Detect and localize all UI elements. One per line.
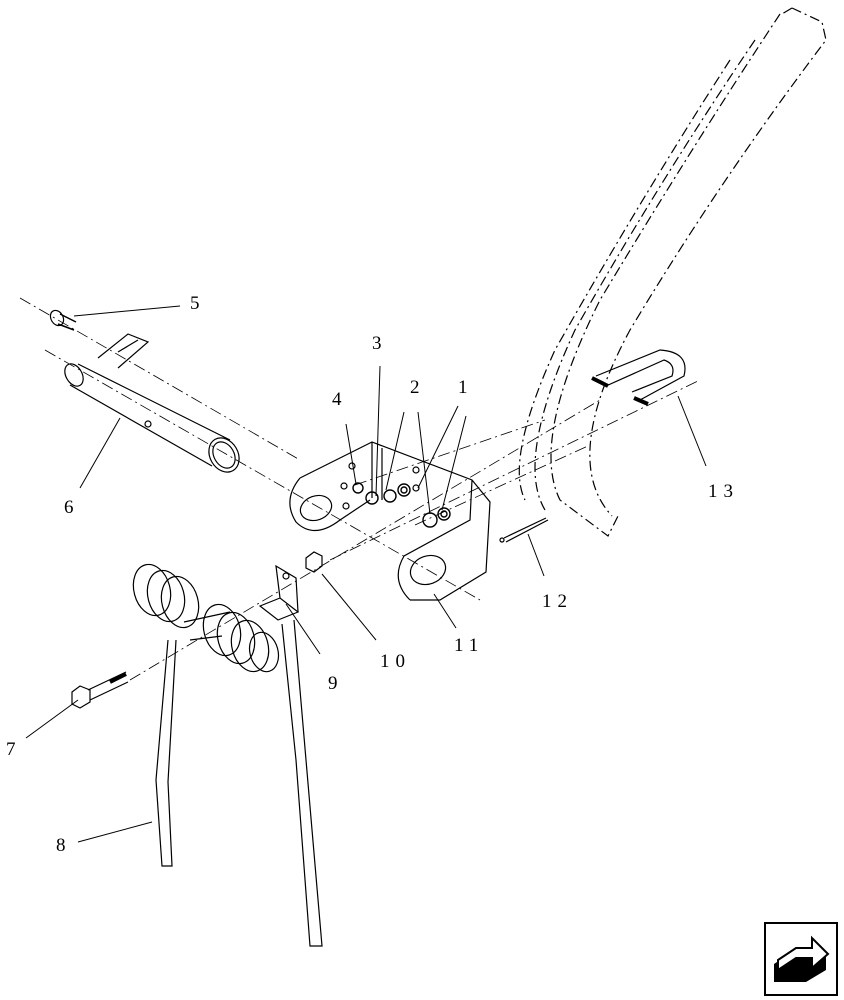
centerlines	[19, 297, 701, 681]
next-page-button[interactable]	[764, 922, 838, 996]
callout-8[interactable]: 8	[56, 835, 72, 856]
part-9-bracket	[258, 564, 300, 621]
part-8-spring-tine	[132, 563, 323, 947]
callout-12[interactable]: 12	[542, 591, 573, 612]
callout-9[interactable]: 9	[328, 673, 344, 694]
callout-4[interactable]: 4	[332, 389, 348, 410]
callout-6[interactable]: 6	[64, 497, 80, 518]
callout-5[interactable]: 5	[190, 293, 206, 314]
callout-1[interactable]: 1	[458, 377, 474, 398]
part-6-tube	[64, 333, 240, 473]
callout-7[interactable]: 7	[6, 739, 22, 760]
leader-lines	[25, 305, 707, 843]
callout-3[interactable]: 3	[372, 333, 388, 354]
callout-11[interactable]: 11	[454, 635, 485, 656]
part-11-bracket	[289, 441, 491, 601]
callout-13[interactable]: 13	[708, 481, 739, 502]
parts-1-4-hardware	[352, 482, 451, 528]
frame-bar-outline	[518, 7, 827, 537]
part-13-u-bolt	[591, 349, 686, 406]
part-7-bolt	[71, 671, 129, 709]
part-12-pin	[499, 517, 549, 543]
callout-10[interactable]: 10	[380, 651, 411, 672]
part-10-nut	[305, 551, 323, 573]
part-5-bolt	[49, 309, 77, 331]
arrow-right-icon	[774, 935, 830, 982]
callout-2[interactable]: 2	[410, 377, 426, 398]
